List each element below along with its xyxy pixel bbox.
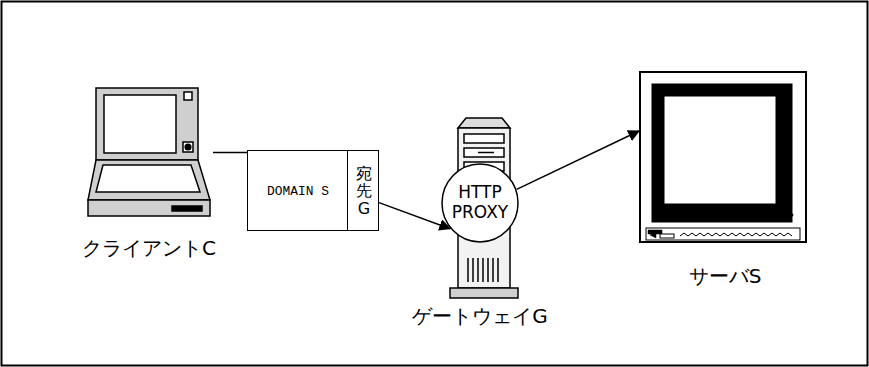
connector-arrow [213, 152, 247, 154]
node-label: DOMAIN S [248, 183, 348, 198]
packet-box: DOMAIN S 宛先G [247, 150, 379, 231]
server-node: サーバS [639, 70, 811, 255]
node-label: ゲートウェイG [412, 303, 548, 330]
node-label: HTTP PROXY [449, 183, 511, 222]
node-label: サーバS [689, 263, 762, 290]
connector-arrow [379, 203, 450, 229]
vertical-label: 宛先G [356, 164, 372, 217]
gateway-tower-icon [450, 118, 518, 298]
laptop-icon [88, 88, 210, 216]
gateway-node: ゲートウェイGHTTP PROXY [440, 115, 520, 300]
proxy-ellipse: HTTP PROXY [441, 163, 519, 243]
client-node: クライアントC [85, 85, 213, 235]
packet-divider [347, 151, 348, 230]
server-monitor-icon [640, 72, 806, 242]
node-label: クライアントC [82, 235, 216, 262]
connector-arrow [517, 131, 639, 189]
